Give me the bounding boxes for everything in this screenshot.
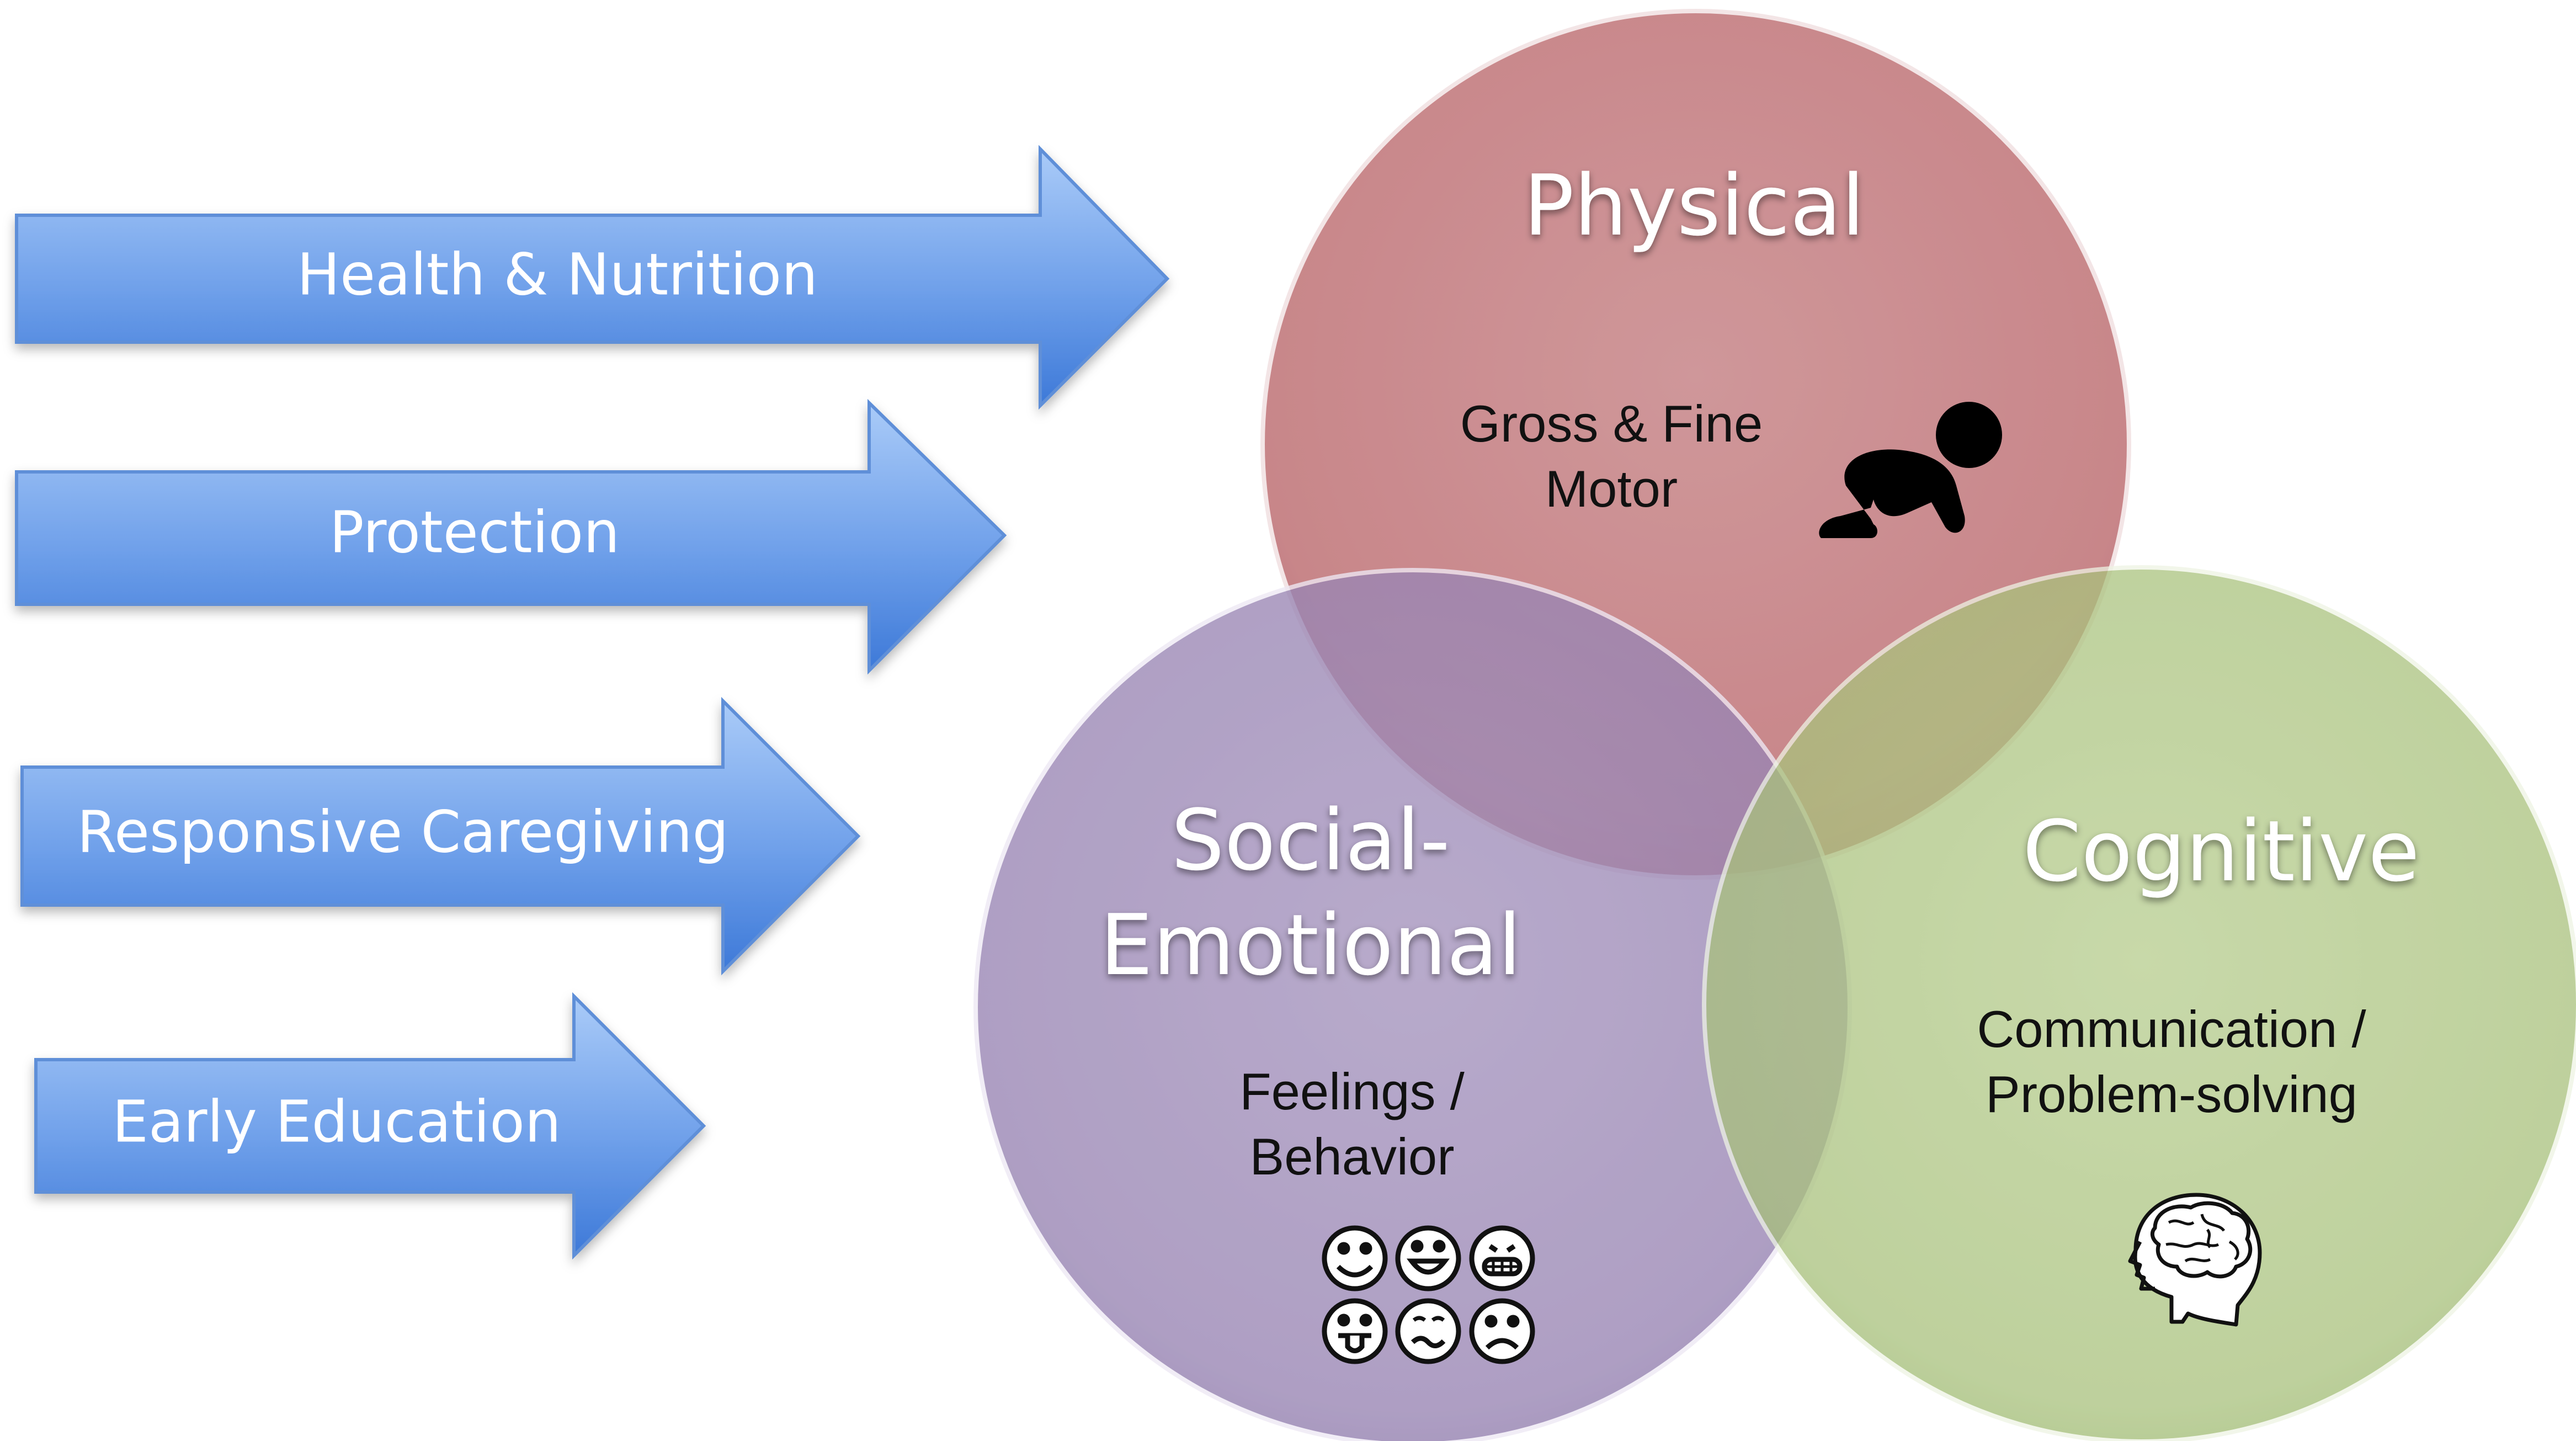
social-emotional-title-line2: Emotional (1100, 896, 1521, 994)
physical-title: Physical (1524, 157, 1865, 254)
arrow-label: Responsive Caregiving (77, 798, 728, 865)
social-emotional-subtitle-line2: Behavior (1250, 1128, 1455, 1185)
arrow-responsive-caregiving: Responsive Caregiving (20, 696, 861, 976)
circle-cognitive (1702, 565, 2576, 1441)
big-grin-face-icon (1395, 1225, 1461, 1291)
social-emotional-subtitle-line1: Feelings / (1239, 1062, 1465, 1120)
social-emotional-title-line1: Social- (1171, 791, 1450, 889)
sad-face-icon (1469, 1298, 1535, 1364)
arrow-label: Protection (329, 498, 620, 566)
emoticon-faces-icon (1322, 1225, 1535, 1364)
smiley-face-icon (1322, 1225, 1388, 1291)
tongue-out-face-icon (1322, 1298, 1388, 1364)
arrow-label: Health & Nutrition (297, 241, 818, 308)
physical-subtitle-line1: Gross & Fine (1460, 395, 1763, 453)
teeth-grin-face-icon (1469, 1225, 1535, 1291)
crawling-baby-icon (1819, 402, 2002, 538)
physical-subtitle-line2: Motor (1545, 460, 1678, 518)
arrow-label: Early Education (112, 1088, 561, 1155)
head-brain-icon (2128, 1193, 2262, 1327)
arrow-protection: Protection (15, 398, 1007, 675)
arrow-early-education: Early Education (34, 992, 706, 1260)
cognitive-subtitle-line1: Communication / (1977, 1000, 2366, 1058)
cognitive-title: Cognitive (2023, 802, 2419, 900)
arrow-health-nutrition: Health & Nutrition (15, 145, 1170, 410)
confused-face-icon (1395, 1298, 1461, 1364)
cognitive-subtitle-line2: Problem-solving (1986, 1065, 2357, 1123)
